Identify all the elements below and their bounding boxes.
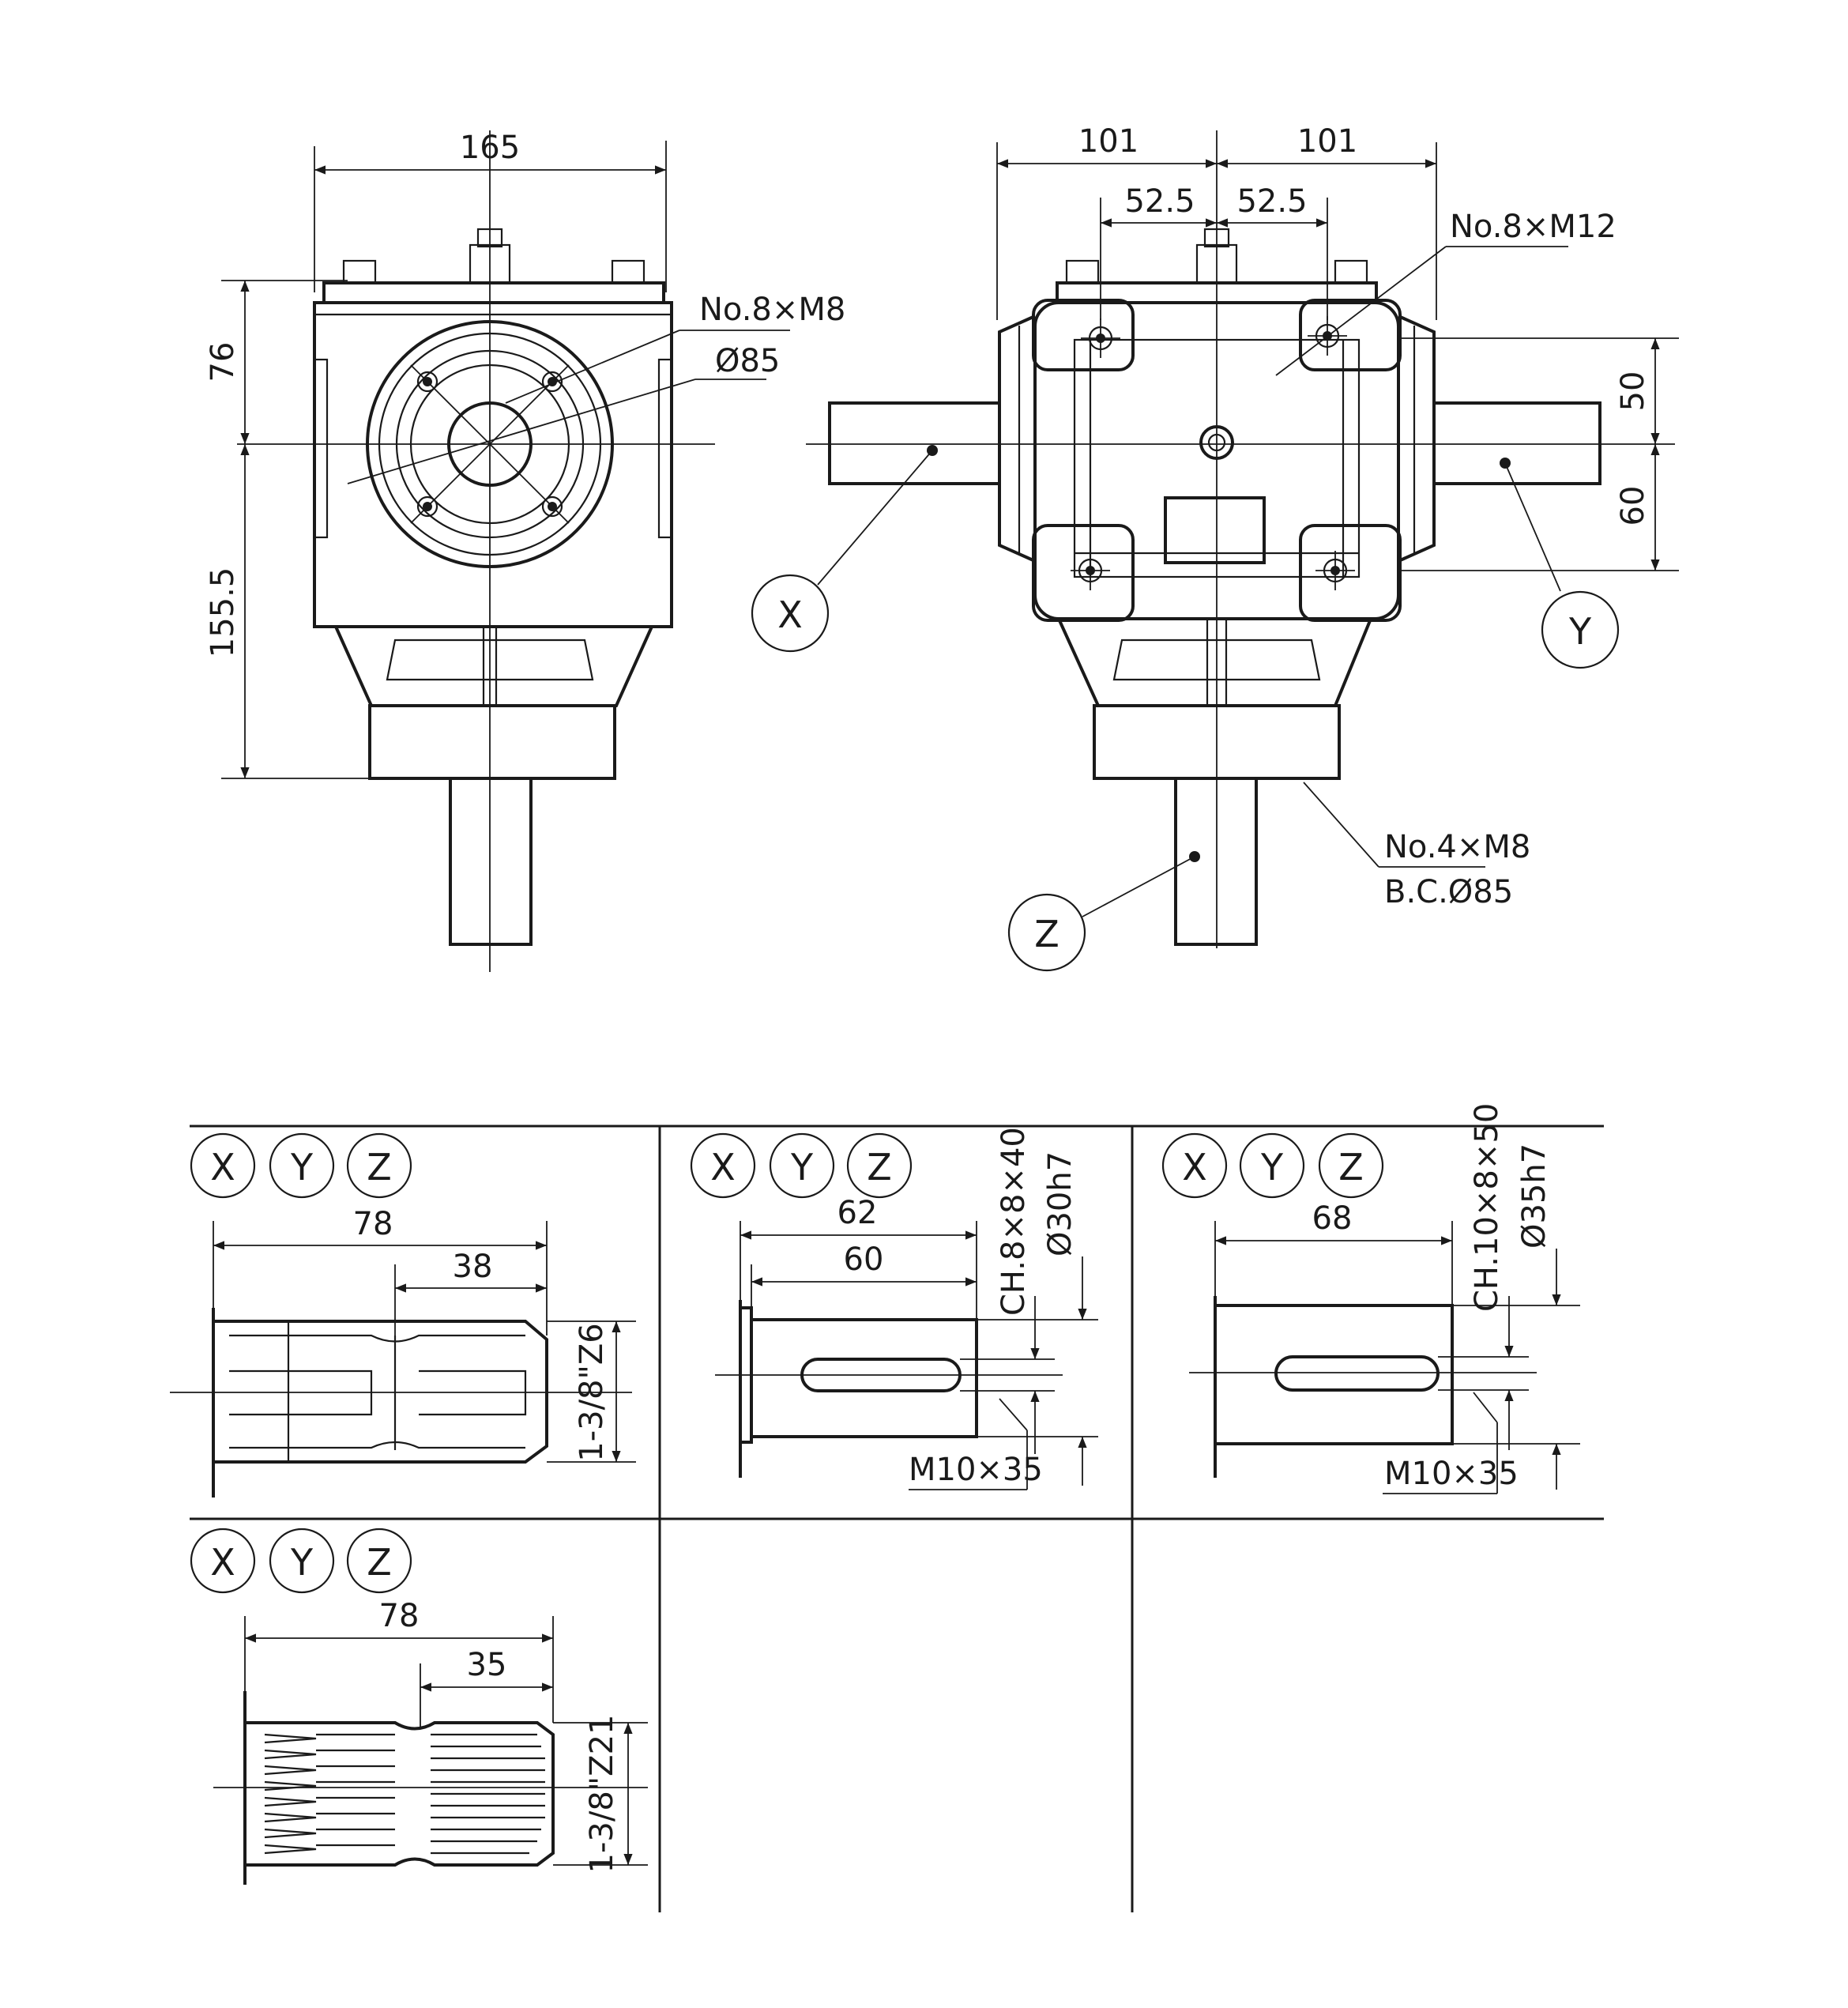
spline-teeth: [264, 1733, 545, 1855]
opt1-length: 78: [353, 1206, 393, 1242]
side-housing-inner: [1073, 338, 1361, 578]
opt2-x: X: [710, 1146, 736, 1189]
opt1-z: Z: [367, 1146, 392, 1189]
dim-165-label: 165: [460, 130, 520, 166]
top-cover: [322, 281, 665, 304]
opt1-inner: 38: [453, 1249, 493, 1285]
input-flange: [366, 320, 614, 568]
base-leader: No.4×M8 B.C.Ø85: [1303, 782, 1530, 910]
opt2-z: Z: [867, 1146, 892, 1189]
mount-holes: [1071, 316, 1355, 590]
opt2-key: CH.8×8×40: [996, 1127, 1032, 1316]
opt3-key: CH.10×8×50: [1469, 1103, 1505, 1312]
opt4-inner: 35: [467, 1647, 507, 1683]
callout-y-label: Y: [1568, 610, 1592, 653]
center-plug: [1199, 425, 1234, 460]
opt2-outer-length: 62: [837, 1195, 878, 1231]
callout-z: Z: [1007, 851, 1200, 972]
opt1-spline: 1-3/8"Z6: [574, 1323, 610, 1462]
flange-leaders: No.8×M8 Ø85: [347, 292, 845, 484]
opt2-diameter: Ø30h7: [1042, 1151, 1078, 1256]
dim-101-right-label: 101: [1297, 123, 1357, 160]
mount-pads: [1032, 299, 1402, 622]
side-right-dims: 50 60: [1398, 337, 1679, 571]
opt4-y: Y: [290, 1541, 314, 1584]
side-view: 101 101 52.5 52.5 50 60 No.8×M12: [751, 123, 1679, 972]
shaft-option-keyed-35: X Y Z 68 CH.10×8×50 Ø35h7 M10×35: [1161, 1103, 1580, 1494]
opt3-y: Y: [1260, 1146, 1284, 1189]
opt3-z: Z: [1338, 1146, 1364, 1189]
opt2-inner-length: 60: [844, 1241, 884, 1278]
dim-50-label: 50: [1615, 371, 1651, 412]
callout-x-label: X: [777, 593, 803, 636]
left-side-rib: [313, 358, 329, 539]
callout-z-label: Z: [1034, 913, 1059, 955]
opt2-y: Y: [790, 1146, 814, 1189]
dim-heights: 76 155.5: [205, 280, 370, 779]
dim-76-label: 76: [205, 342, 241, 382]
output-base: [368, 704, 616, 780]
right-side-rib: [657, 358, 673, 539]
front-view: 165 76 155.5 No.8×M8 Ø85: [205, 130, 845, 972]
opt3-diameter: Ø35h7: [1516, 1143, 1553, 1249]
flange-bolt-holes: [416, 371, 563, 518]
dim-60-label: 60: [1615, 486, 1651, 526]
opt3-length: 68: [1312, 1200, 1353, 1237]
opt1-x: X: [210, 1146, 235, 1189]
opt3-x: X: [1182, 1146, 1207, 1189]
flange-diameter-label: Ø85: [715, 343, 780, 379]
opt3-thread: M10×35: [1384, 1456, 1519, 1492]
m12-leader: No.8×M12: [1275, 209, 1617, 376]
shaft-x: [828, 401, 1001, 485]
shaft-z: [1174, 777, 1258, 946]
lower-cone: [334, 626, 653, 707]
dim-52-5-left-label: 52.5: [1124, 183, 1195, 220]
shaft-option-keyed-30: X Y Z 62 60 CH.8×8×40 Ø30h7 M10×35: [690, 1127, 1098, 1490]
opt4-z: Z: [367, 1541, 392, 1584]
shaft-option-spline-z6: X Y Z 78 38 1-3/8"Z6: [170, 1132, 636, 1498]
base-circle-label: B.C.Ø85: [1384, 874, 1513, 910]
callout-y: Y: [1500, 458, 1620, 669]
base-bolt-label: No.4×M8: [1384, 829, 1530, 865]
dim-155-5-label: 155.5: [205, 567, 241, 658]
side-top-dims: 101 101 52.5 52.5: [996, 123, 1437, 320]
opt4-spline: 1-3/8"Z21: [584, 1715, 620, 1874]
nameplate: [1164, 496, 1266, 564]
dim-101-left-label: 101: [1078, 123, 1139, 160]
flange-bolt-label: No.8×M8: [699, 292, 845, 328]
output-shaft: [449, 777, 533, 946]
mount-bolt-label: No.8×M12: [1450, 209, 1617, 245]
opt4-x: X: [210, 1541, 235, 1584]
left-boss: [998, 315, 1036, 563]
shaft-option-spline-z21: X Y Z 78 35 1-3/8"Z21: [190, 1528, 648, 1885]
opt1-y: Y: [290, 1146, 314, 1189]
opt2-thread: M10×35: [909, 1452, 1043, 1488]
dim-52-5-right-label: 52.5: [1236, 183, 1307, 220]
dim-width: 165: [314, 130, 667, 292]
side-housing: [1033, 301, 1400, 620]
shaft-y: [1432, 401, 1601, 485]
top-bolts: [342, 228, 645, 284]
side-lower-cone: [1057, 618, 1372, 707]
options-grid: [190, 1125, 1604, 1912]
right-boss: [1398, 315, 1436, 563]
callout-x: X: [751, 445, 938, 653]
opt4-length: 78: [379, 1598, 420, 1634]
